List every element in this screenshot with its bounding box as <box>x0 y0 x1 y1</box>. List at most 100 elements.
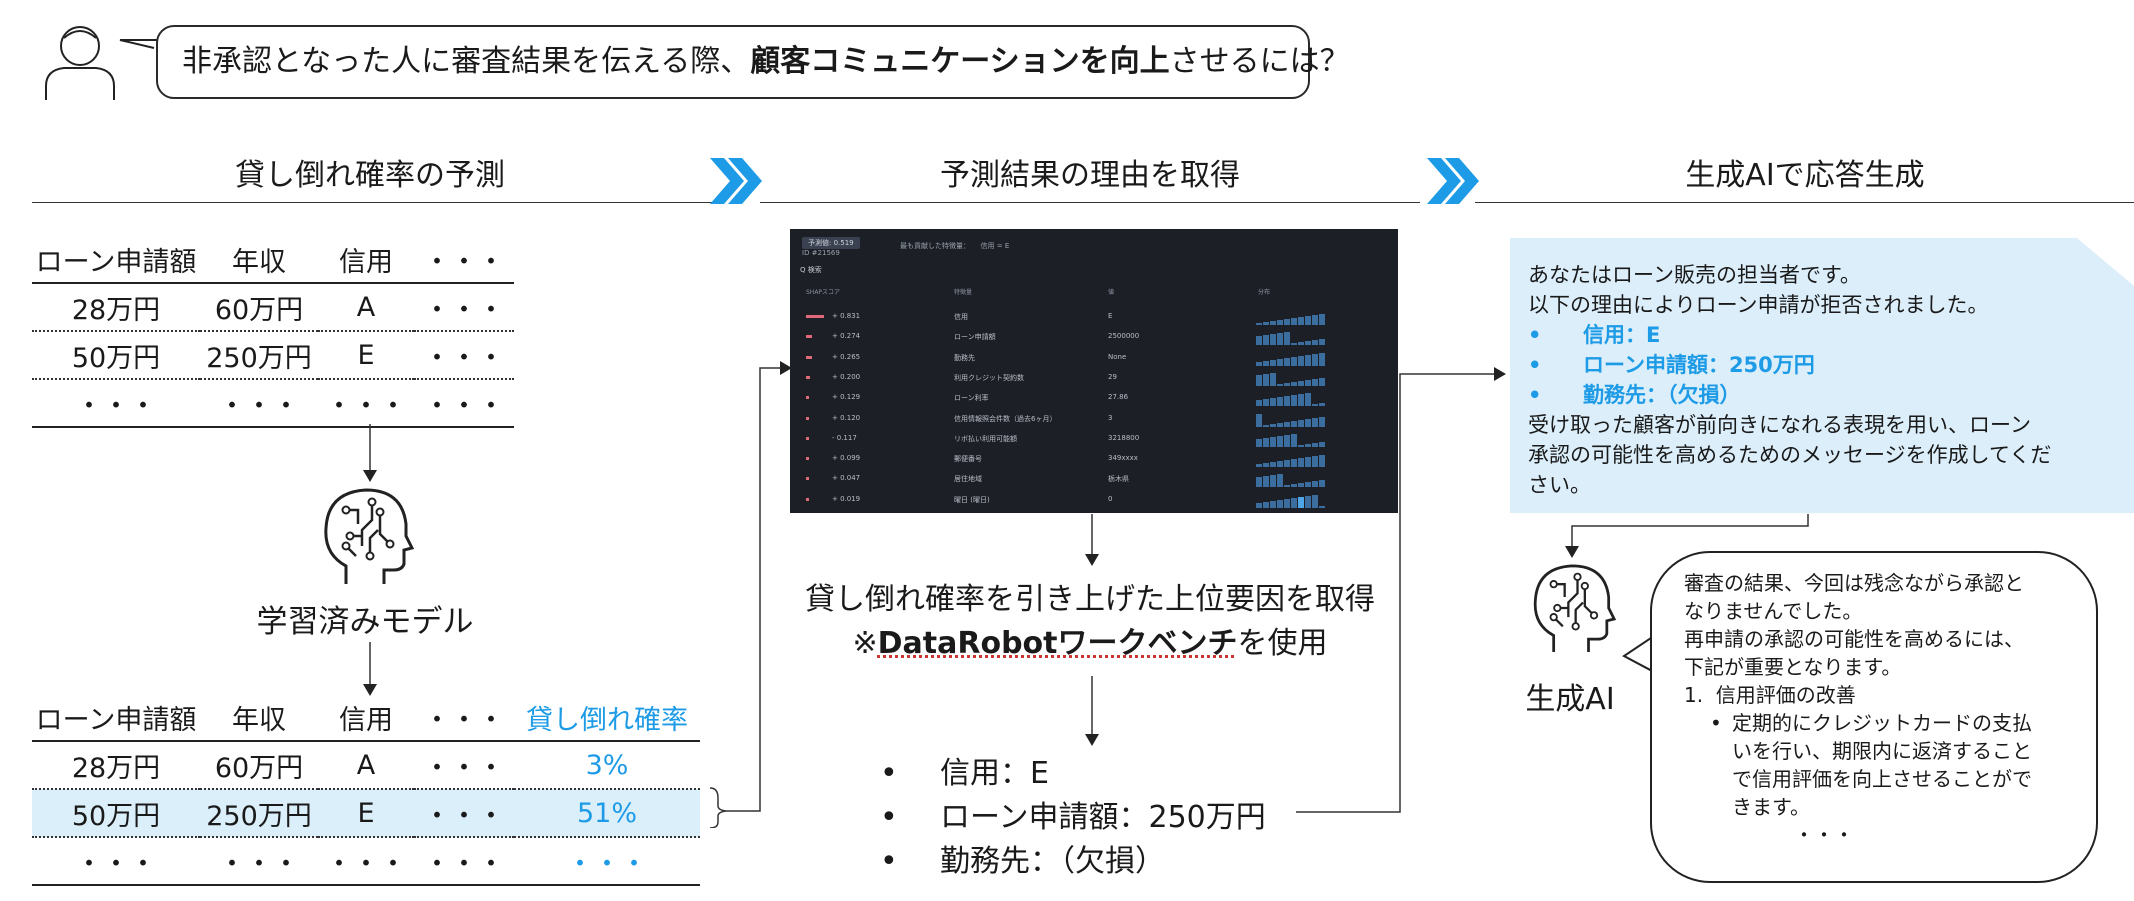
shap-bar <box>806 416 809 420</box>
factor-credit: 信用：E <box>940 756 1049 791</box>
response-item: 1. 信用評価の改善 <box>1684 683 1856 707</box>
feature-name: 信用 <box>954 313 968 321</box>
shap-score: + 0.047 <box>832 474 861 483</box>
cell: ・・・ <box>414 789 514 838</box>
ai-brain-icon <box>324 488 414 584</box>
shap-bar <box>806 315 825 318</box>
header-credit: 信用 <box>318 236 414 284</box>
feature-name: ローン利率 <box>954 394 989 403</box>
section-title-reason: 予測結果の理由を取得 <box>940 158 1240 193</box>
caption-suffix: を使用 <box>1237 626 1328 661</box>
distribution-histogram <box>1256 352 1336 366</box>
feature-name: 居住地域 <box>954 475 982 484</box>
shap-bar <box>806 335 813 339</box>
search-field[interactable]: Q 検索 <box>800 266 822 274</box>
arrow-down <box>1085 514 1099 566</box>
distribution-histogram <box>1256 453 1336 468</box>
table-row-highlighted: 50万円 250万円 E ・・・ 51% <box>32 789 700 838</box>
prompt-line: 承認の可能性を高めるためのメッセージを作成してくだ <box>1528 443 2052 467</box>
note-mark: ※ <box>852 626 878 661</box>
table-row: 28万円 60万円 A ・・・ 3% <box>32 741 700 790</box>
response-line: 下記が重要となります。 <box>1684 655 1902 679</box>
section-title-generate: 生成AIで応答生成 <box>1685 158 1925 193</box>
shap-bar <box>806 477 809 481</box>
user-icon <box>45 26 158 100</box>
reason-caption-line2: ※DataRobotワークベンチを使用 <box>760 618 1420 662</box>
feature-name: リボ払い利用可能額 <box>954 434 1017 443</box>
shap-score: + 0.831 <box>832 312 861 320</box>
model-label: 学習済みモデル <box>256 604 474 640</box>
shap-score: + 0.019 <box>832 494 861 503</box>
feature-value: 0 <box>1108 494 1113 503</box>
shap-row: + 0.047 居住地域 栃木県 <box>790 471 1398 491</box>
feature-value: 3218800 <box>1108 433 1140 442</box>
distribution-histogram <box>1256 331 1336 346</box>
prompt-line: 受け取った顧客が前向きになれる表現を用い、ローン <box>1528 413 2031 437</box>
list-item: •信用：E <box>880 756 1049 791</box>
genai-label: 生成AI <box>1525 682 1615 717</box>
response-ellipsis: ・・・ <box>1794 823 1854 847</box>
datarobot-workbench: DataRobotワークベンチ <box>877 626 1238 661</box>
shap-bar <box>806 355 812 359</box>
section-rule <box>32 202 712 203</box>
cell: 60万円 <box>200 283 318 332</box>
distribution-histogram <box>1256 311 1336 325</box>
col-distribution: 分布 <box>1258 289 1271 296</box>
cell: 50万円 <box>32 331 200 380</box>
header-default-probability: 貸し倒れ確率 <box>514 694 700 742</box>
section-title-predict: 貸し倒れ確率の予測 <box>235 158 505 193</box>
shap-score: + 0.265 <box>832 352 861 361</box>
response-line: なりませんでした。 <box>1684 599 1863 623</box>
factor-list: •信用：E •ローン申請額：250万円 •勤務先：（欠損） <box>880 752 1266 884</box>
response-line: 再申請の承認の可能性を高めるには、 <box>1684 627 2024 651</box>
question-post: させるには？ <box>1169 44 1350 79</box>
cell: ・・・ <box>200 379 318 428</box>
list-item: •ローン申請額：250万円 <box>880 800 1266 835</box>
col-value: 値 <box>1108 289 1115 296</box>
distribution-histogram <box>1256 494 1336 508</box>
cell: 60万円 <box>200 741 318 790</box>
section-rule <box>1475 202 2134 203</box>
distribution-histogram <box>1256 372 1336 386</box>
shap-bar <box>806 457 809 461</box>
table-row: 28万円 60万円 A ・・・ <box>32 283 514 332</box>
shap-bar <box>806 436 809 440</box>
shap-bar <box>806 396 809 400</box>
feature-name: 勤務先 <box>954 353 975 362</box>
cell: A <box>318 741 414 790</box>
cell: ・・・ <box>200 837 318 886</box>
feature-name: 利用クレジット契約数 <box>954 373 1024 382</box>
prompt-item: •勤務先：（欠損） <box>1528 383 1741 407</box>
cell: ・・・ <box>32 837 200 886</box>
bubble-tail <box>1622 635 1655 673</box>
distribution-histogram <box>1256 473 1336 488</box>
prompt-line: さい。 <box>1528 473 1591 497</box>
shap-score: + 0.099 <box>832 454 861 463</box>
prediction-table: ローン申請額 年収 信用 ・・・ 貸し倒れ確率 28万円 60万円 A ・・・ … <box>32 694 700 886</box>
header-more: ・・・ <box>414 236 514 284</box>
header-loan: ローン申請額 <box>32 236 200 284</box>
shap-bar <box>806 497 809 501</box>
cell: ・・・ <box>414 837 514 886</box>
cell: ・・・ <box>414 283 514 332</box>
record-id: ID #21569 <box>802 249 840 257</box>
shap-bar <box>806 375 811 379</box>
feature-value: 栃木県 <box>1108 475 1129 484</box>
section-rule <box>760 202 1420 203</box>
prompt-line: 以下の理由によりローン申請が拒否されました。 <box>1528 293 1989 317</box>
shap-score: + 0.274 <box>832 332 861 341</box>
prompt-item: •信用：E <box>1528 323 1661 347</box>
question-bubble: 非承認となった人に審査結果を伝える際、顧客コミュニケーションを向上させるには？ <box>156 25 1350 99</box>
feature-value: 349xxxx <box>1108 454 1138 463</box>
cell: ・・・ <box>414 331 514 380</box>
cell: E <box>318 331 414 380</box>
feature-value: 2500000 <box>1108 332 1140 341</box>
arrow-down <box>363 642 377 696</box>
top-feature: 最も貢献した特徴量： 信用 = E <box>900 242 1010 250</box>
cell: E <box>318 789 414 838</box>
feature-name: 曜日 (曜日) <box>954 495 990 504</box>
